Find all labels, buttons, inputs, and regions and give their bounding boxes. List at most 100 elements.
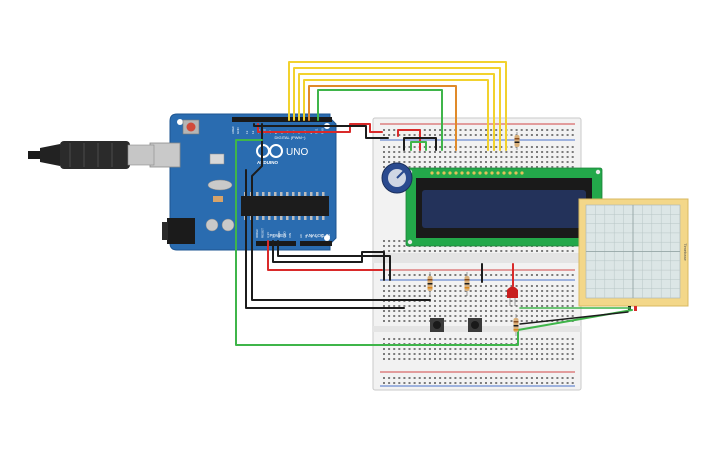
breadboard-hole[interactable]	[428, 151, 431, 153]
breadboard-hole[interactable]	[479, 285, 482, 287]
breadboard-hole[interactable]	[556, 338, 559, 340]
breadboard-hole[interactable]	[495, 358, 498, 360]
breadboard-hole[interactable]	[485, 156, 487, 158]
breadboard-hole[interactable]	[413, 166, 416, 168]
breadboard-hole[interactable]	[561, 290, 564, 292]
breadboard-hole[interactable]	[428, 358, 431, 360]
breadboard-hole[interactable]	[530, 250, 533, 252]
breadboard-hole[interactable]	[434, 315, 436, 317]
breadboard-hole[interactable]	[500, 377, 503, 379]
breadboard-hole[interactable]	[485, 285, 487, 287]
breadboard-hole[interactable]	[505, 320, 508, 322]
breadboard-hole[interactable]	[388, 134, 391, 136]
breadboard-hole[interactable]	[454, 382, 457, 384]
breadboard-hole[interactable]	[398, 310, 401, 312]
breadboard-hole[interactable]	[464, 134, 467, 136]
breadboard-hole[interactable]	[515, 274, 518, 276]
breadboard-hole[interactable]	[551, 156, 554, 158]
breadboard-hole[interactable]	[490, 156, 493, 158]
breadboard-hole[interactable]	[500, 353, 503, 355]
breadboard-hole[interactable]	[500, 382, 503, 384]
breadboard-hole[interactable]	[536, 343, 538, 345]
breadboard-hole[interactable]	[530, 382, 533, 384]
breadboard-hole[interactable]	[525, 320, 528, 322]
breadboard-hole[interactable]	[520, 310, 523, 312]
breadboard-hole[interactable]	[403, 320, 406, 322]
breadboard-hole[interactable]	[561, 300, 564, 302]
breadboard-hole[interactable]	[525, 285, 528, 287]
breadboard-hole[interactable]	[408, 250, 411, 252]
breadboard-hole[interactable]	[525, 151, 528, 153]
breadboard-hole[interactable]	[556, 348, 559, 350]
breadboard-hole[interactable]	[510, 151, 513, 153]
breadboard-hole[interactable]	[541, 358, 544, 360]
breadboard-hole[interactable]	[571, 285, 574, 287]
breadboard-hole[interactable]	[434, 285, 436, 287]
breadboard-hole[interactable]	[434, 161, 436, 163]
breadboard-hole[interactable]	[464, 305, 467, 307]
breadboard-hole[interactable]	[510, 285, 513, 287]
breadboard-hole[interactable]	[495, 285, 498, 287]
breadboard-hole[interactable]	[495, 134, 498, 136]
breadboard-hole[interactable]	[566, 134, 569, 136]
breadboard-hole[interactable]	[536, 353, 538, 355]
breadboard-hole[interactable]	[474, 285, 477, 287]
breadboard-hole[interactable]	[530, 305, 533, 307]
breadboard-hole[interactable]	[388, 250, 391, 252]
breadboard-hole[interactable]	[454, 285, 457, 287]
breadboard-hole[interactable]	[551, 129, 554, 131]
breadboard-hole[interactable]	[413, 290, 416, 292]
breadboard-hole[interactable]	[551, 338, 554, 340]
breadboard-hole[interactable]	[495, 300, 498, 302]
breadboard-hole[interactable]	[449, 161, 452, 163]
wire-orange[interactable]	[308, 85, 457, 151]
breadboard-hole[interactable]	[423, 250, 426, 252]
breadboard-hole[interactable]	[536, 377, 538, 379]
breadboard-hole[interactable]	[428, 156, 431, 158]
breadboard-hole[interactable]	[510, 161, 513, 163]
breadboard-hole[interactable]	[571, 310, 574, 312]
breadboard-hole[interactable]	[536, 166, 538, 168]
breadboard-hole[interactable]	[520, 320, 523, 322]
breadboard-hole[interactable]	[520, 285, 523, 287]
breadboard-hole[interactable]	[495, 348, 498, 350]
breadboard-hole[interactable]	[556, 134, 559, 136]
breadboard-hole[interactable]	[490, 151, 493, 153]
breadboard-hole[interactable]	[479, 250, 482, 252]
breadboard-hole[interactable]	[388, 320, 391, 322]
breadboard-hole[interactable]	[566, 295, 569, 297]
breadboard-hole[interactable]	[403, 338, 406, 340]
breadboard-hole[interactable]	[515, 358, 518, 360]
breadboard-hole[interactable]	[490, 382, 493, 384]
breadboard-hole[interactable]	[428, 305, 431, 307]
breadboard-hole[interactable]	[515, 166, 518, 168]
breadboard-hole[interactable]	[510, 146, 513, 148]
breadboard-hole[interactable]	[566, 290, 569, 292]
breadboard-hole[interactable]	[536, 310, 538, 312]
breadboard-hole[interactable]	[403, 382, 406, 384]
breadboard-hole[interactable]	[566, 161, 569, 163]
breadboard-hole[interactable]	[469, 382, 472, 384]
breadboard-hole[interactable]	[464, 353, 467, 355]
breadboard-hole[interactable]	[520, 377, 523, 379]
breadboard-hole[interactable]	[525, 343, 528, 345]
breadboard-hole[interactable]	[398, 151, 401, 153]
breadboard-hole[interactable]	[403, 156, 406, 158]
breadboard-hole[interactable]	[383, 305, 385, 307]
breadboard-hole[interactable]	[530, 274, 533, 276]
oscilloscope[interactable]: Timebase	[578, 198, 689, 311]
breadboard-hole[interactable]	[510, 315, 513, 317]
breadboard-hole[interactable]	[428, 161, 431, 163]
wire-black[interactable]	[277, 240, 391, 281]
breadboard-hole[interactable]	[449, 338, 452, 340]
breadboard-hole[interactable]	[566, 129, 569, 131]
breadboard-hole[interactable]	[525, 377, 528, 379]
breadboard-hole[interactable]	[505, 151, 508, 153]
breadboard-hole[interactable]	[403, 134, 406, 136]
breadboard-hole[interactable]	[474, 338, 477, 340]
breadboard-hole[interactable]	[515, 310, 518, 312]
breadboard-hole[interactable]	[393, 240, 396, 242]
breadboard-hole[interactable]	[393, 146, 396, 148]
usb-cable-icon[interactable]	[28, 141, 155, 169]
breadboard-hole[interactable]	[500, 274, 503, 276]
